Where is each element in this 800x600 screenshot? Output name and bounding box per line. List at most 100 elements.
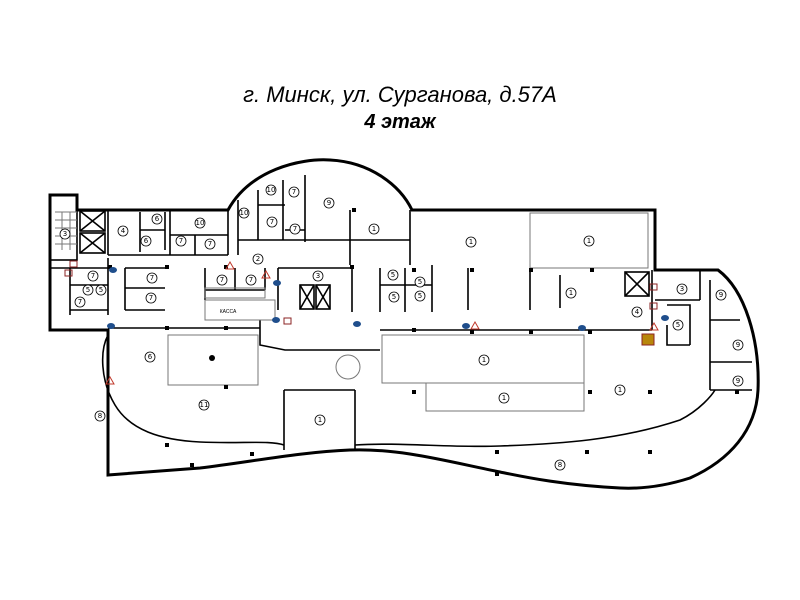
room-label-circle <box>368 223 380 235</box>
room-number: 7 <box>91 272 95 280</box>
room-number: 7 <box>208 240 212 248</box>
hall-partitions <box>167 212 649 412</box>
room-label-circle <box>715 289 727 301</box>
room-number: 3 <box>63 230 67 238</box>
room-label-circle <box>94 410 106 422</box>
warning-triangle-icons <box>105 260 659 385</box>
room-label-circle <box>672 319 684 331</box>
room-number: 10 <box>267 186 276 194</box>
room-label-circle <box>565 287 577 299</box>
room-number: 5 <box>99 286 103 294</box>
room-number: 9 <box>736 377 740 385</box>
room-number: 4 <box>121 227 126 235</box>
exit-sign-icon <box>641 333 655 346</box>
room-label-circle <box>465 236 477 248</box>
room-label-circle <box>387 269 399 281</box>
room-label-circle <box>194 217 206 229</box>
room-label-circle <box>74 296 86 308</box>
room-label-circle <box>175 235 187 247</box>
room-label-circle <box>95 284 107 296</box>
room-number: 5 <box>391 271 395 279</box>
address-title: г. Минск, ул. Сурганова, д.57А <box>243 82 557 107</box>
fire-extinguisher-icons <box>107 267 669 331</box>
room-label-circle <box>676 283 688 295</box>
room-number: 5 <box>392 293 396 301</box>
room-number: 5 <box>676 321 680 329</box>
room-number: 7 <box>149 294 153 302</box>
room-number: 4 <box>635 308 640 316</box>
room-number: 7 <box>293 225 297 233</box>
room-number: 11 <box>200 401 209 409</box>
room-number: 1 <box>587 237 591 245</box>
room-number: 6 <box>144 237 149 245</box>
room-number: 1 <box>318 416 322 424</box>
room-label-circle <box>312 270 324 282</box>
room-label-circle <box>252 253 264 265</box>
room-label-circle <box>314 414 326 426</box>
room-number: 7 <box>270 218 274 226</box>
room-number: 1 <box>502 394 506 402</box>
elevators-central <box>299 284 331 310</box>
room-number: 1 <box>618 386 622 394</box>
room-label-circle <box>266 216 278 228</box>
room-number: 9 <box>719 291 723 299</box>
room-label-circle <box>140 235 152 247</box>
room-number: 3 <box>680 285 684 293</box>
room-number: 10 <box>196 219 205 227</box>
room-label-circle <box>414 290 426 302</box>
room-label-circle <box>238 207 250 219</box>
room-label-circle <box>414 276 426 288</box>
floor-title: 4 этаж <box>364 111 436 133</box>
room-label-circle <box>498 392 510 404</box>
room-number: 1 <box>372 225 376 233</box>
room-number: 8 <box>98 412 102 420</box>
room-label-circle <box>146 272 158 284</box>
inner-boundary <box>101 334 716 448</box>
room-label-circle <box>265 184 277 196</box>
room-label-circle <box>732 339 744 351</box>
hydrant-icons <box>64 260 658 325</box>
room-label-circle <box>59 228 71 240</box>
room-label-circle <box>151 213 163 225</box>
elevators-west <box>79 210 106 254</box>
room-number: 5 <box>418 292 422 300</box>
room-number: 7 <box>220 276 224 284</box>
outer-wall <box>48 158 760 490</box>
room-number: 7 <box>292 188 296 196</box>
room-label-circle <box>583 235 595 247</box>
room-number: 6 <box>155 215 160 223</box>
room-label-circle <box>732 375 744 387</box>
room-number: 1 <box>569 289 573 297</box>
interior-walls <box>50 175 752 450</box>
room-number: 3 <box>316 272 320 280</box>
room-number: 8 <box>558 461 562 469</box>
room-number: 9 <box>736 341 740 349</box>
room-number: 7 <box>78 298 82 306</box>
room-label-circle <box>289 223 301 235</box>
room-label-circle <box>631 306 643 318</box>
room-label-circle <box>288 186 300 198</box>
room-label-circle <box>554 459 566 471</box>
room-label-circle <box>87 270 99 282</box>
room-label-circle <box>245 274 257 286</box>
room-number: 2 <box>256 255 260 263</box>
room-number: 5 <box>86 286 90 294</box>
room-label-circle <box>614 384 626 396</box>
room-label-circle <box>145 292 157 304</box>
room-number: 5 <box>418 278 422 286</box>
columns <box>108 208 739 476</box>
cashier-label: КАССА <box>220 309 237 315</box>
room-number: 10 <box>240 209 249 217</box>
room-label-circle <box>216 274 228 286</box>
room-number: 9 <box>327 199 331 207</box>
room-label-circle <box>144 351 156 363</box>
room-number: 7 <box>179 237 183 245</box>
room-number: 1 <box>469 238 473 246</box>
room-label-circle <box>323 197 335 209</box>
room-label-circle <box>198 399 210 411</box>
room-label-circle <box>117 225 129 237</box>
room-label-circle <box>478 354 490 366</box>
room-number: 6 <box>148 353 153 361</box>
